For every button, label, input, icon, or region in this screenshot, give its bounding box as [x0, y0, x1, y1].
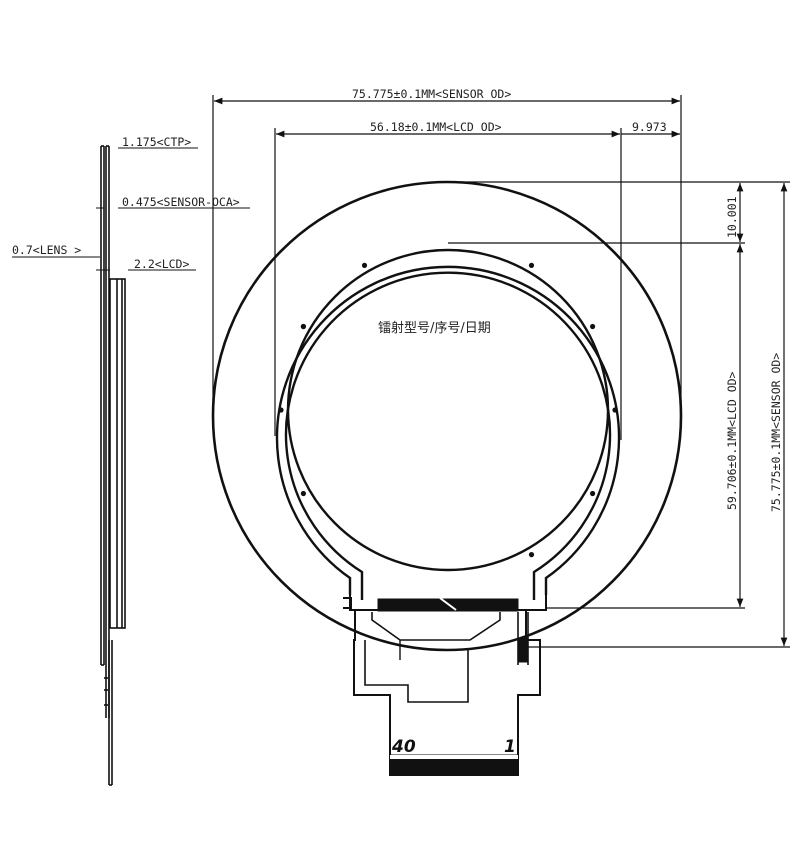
front-view [211, 180, 683, 776]
sensor-od-height-label: 75.775±0.1MM<SENSOR OD> [769, 353, 783, 512]
ctp-label: 1.175<CTP> [122, 135, 191, 149]
offset-top-label: 10.001 [725, 196, 739, 238]
ring-marker-dot [612, 407, 618, 413]
ring-marker-dot [590, 323, 596, 330]
sensor-outline-circle [211, 180, 683, 652]
laser-mark-label: 镭射型号/序号/日期 [378, 320, 491, 336]
lcd-label: 2.2<LCD> [134, 257, 189, 271]
lcd-od-height-label: 59.706±0.1MM<LCD OD> [725, 371, 739, 510]
dimension-lines [212, 95, 790, 648]
ring-marker-dot [361, 262, 368, 268]
offset-right-label: 9.973 [632, 120, 667, 134]
ring-marker-dot [300, 490, 306, 497]
sensor-oca-label: 0.475<SENSOR-OCA> [122, 195, 240, 209]
lcd-active-area [284, 271, 612, 600]
lcd-viewing-circle [286, 248, 610, 572]
ring-marker-dot [528, 262, 535, 268]
lens-label: 0.7<LENS > [12, 243, 81, 257]
fpc-pin-40-label: 40 [391, 737, 416, 757]
ring-marker-dot [590, 490, 596, 497]
lcd-outer-outline [275, 265, 621, 595]
lcd-od-width-label: 56.18±0.1MM<LCD OD> [370, 120, 502, 134]
ring-marker-dot [528, 552, 535, 558]
side-view [12, 145, 250, 786]
ring-marker-dot [300, 323, 306, 330]
sensor-od-width-label: 75.775±0.1MM<SENSOR OD> [352, 87, 511, 101]
ring-marker-dot [278, 407, 284, 413]
fpc-pin-1-label: 1 [504, 737, 516, 757]
